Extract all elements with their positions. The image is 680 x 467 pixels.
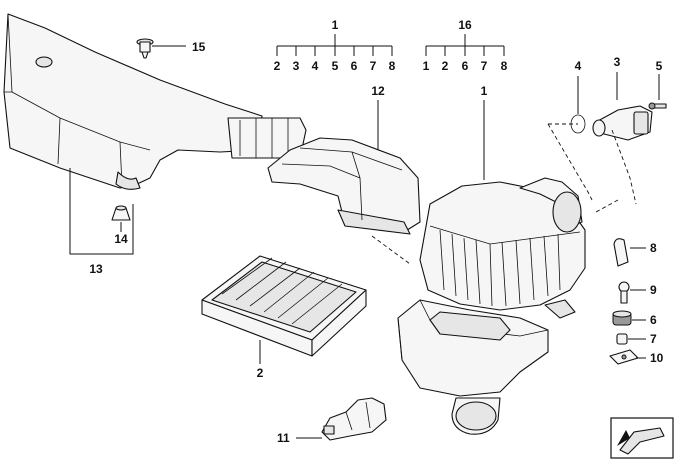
callout-16-sub-8: 8 (501, 59, 508, 73)
view-direction-frame (610, 417, 674, 459)
callout-14: 14 (114, 232, 128, 246)
callout-1-housing: 1 (481, 84, 488, 98)
screw-15 (136, 38, 154, 59)
callout-13: 13 (89, 262, 103, 276)
callout-11: 11 (277, 431, 290, 445)
intake-duct (3, 13, 307, 190)
air-mass-sensor (570, 102, 667, 141)
callout-1-sub-4: 4 (312, 59, 319, 73)
callout-labels: 1 2 3 4 5 6 7 8 16 1 2 6 7 8 15 12 1 4 3… (89, 18, 663, 445)
callout-6: 6 (650, 313, 657, 327)
callout-7: 7 (650, 332, 657, 346)
callout-1-sub-3: 3 (293, 59, 300, 73)
callout-10: 10 (650, 351, 664, 365)
filter-housing (397, 177, 586, 435)
grommet-14 (111, 205, 131, 221)
callout-16-sub-2: 2 (442, 59, 449, 73)
callout-1-sub-6: 6 (351, 59, 358, 73)
callout-12: 12 (371, 84, 385, 98)
callout-9: 9 (650, 283, 657, 297)
leader-lines (69, 34, 660, 439)
callout-1-sub-2: 2 (274, 59, 281, 73)
grommet-6 (612, 310, 632, 326)
callout-1-sub-5: 5 (332, 59, 339, 73)
nut-7 (616, 333, 628, 345)
callout-16-sub-1: 1 (423, 59, 430, 73)
bolt-9 (618, 281, 630, 304)
callout-16-sub-6: 6 (462, 59, 469, 73)
callout-1-group: 1 (332, 18, 339, 32)
callout-15: 15 (192, 40, 206, 54)
callout-1-sub-8: 8 (389, 59, 396, 73)
callout-3: 3 (614, 55, 621, 69)
callout-16-group: 16 (458, 18, 472, 32)
clip-10 (609, 349, 639, 365)
callout-16-sub-7: 7 (481, 59, 488, 73)
callout-5: 5 (656, 59, 663, 73)
callout-4: 4 (575, 59, 582, 73)
intake-boot (267, 137, 421, 235)
callout-1-sub-7: 7 (370, 59, 377, 73)
bracket-8 (613, 238, 629, 267)
callout-2: 2 (257, 366, 264, 380)
bracket-11 (321, 397, 387, 441)
callout-8: 8 (650, 241, 657, 255)
filter-element (201, 255, 367, 357)
